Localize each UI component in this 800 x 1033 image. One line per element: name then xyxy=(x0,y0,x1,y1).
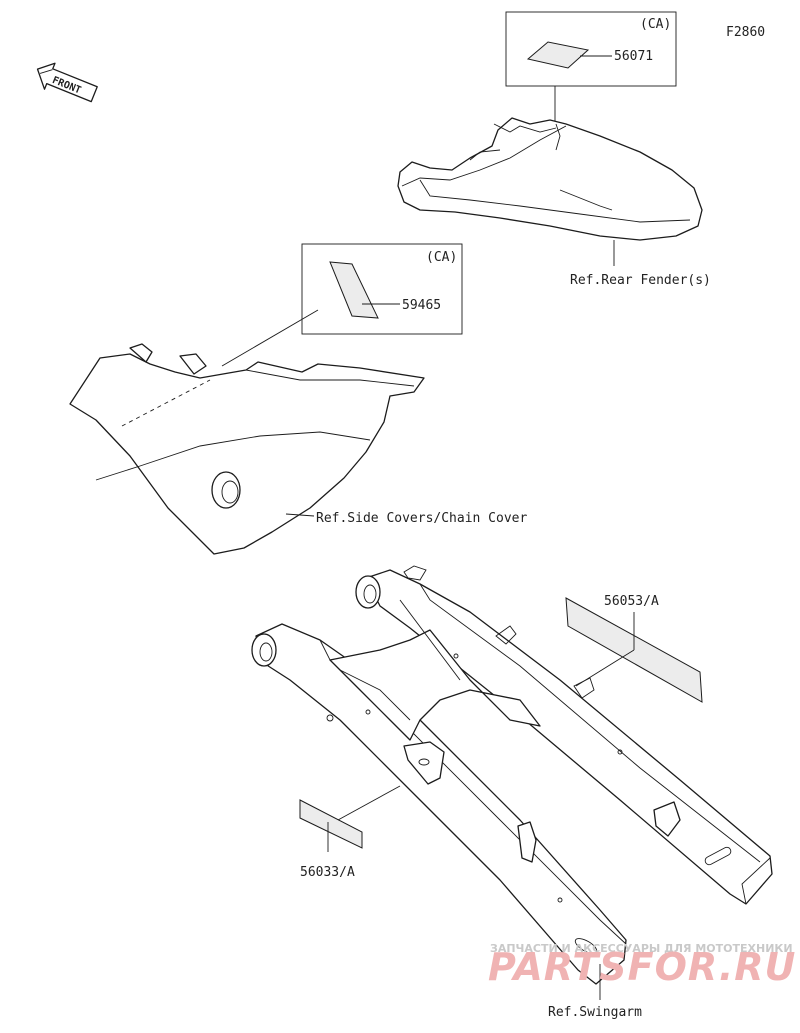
diagram-code: F2860 xyxy=(726,25,765,40)
swingarm-lower-label-sticker xyxy=(299,799,363,849)
swingarm-reference: Ref.Swingarm xyxy=(548,1005,642,1020)
side-label-box xyxy=(301,243,463,335)
swingarm xyxy=(251,565,773,985)
rear-fender-reference: Ref.Rear Fender(s) xyxy=(570,273,711,288)
swingarm-upper-label-callout: 56053/A xyxy=(565,594,703,703)
rear-fender xyxy=(397,117,703,241)
side-label-ca-tag: (CA) xyxy=(426,250,457,265)
swingarm-upper-label-part-number: 56053/A xyxy=(604,594,659,609)
side-label-callout: (CA) 59465 xyxy=(221,243,463,367)
rear-label-sticker xyxy=(526,41,590,69)
front-arrow-icon: FRONT xyxy=(36,62,98,103)
side-label-sticker xyxy=(329,261,379,319)
side-label-part-number: 59465 xyxy=(402,298,441,313)
side-cover xyxy=(69,343,425,555)
watermark-tagline: ЗАПЧАСТИ И АКСЕССУАРЫ ДЛЯ МОТОТЕХНИКИ xyxy=(490,942,793,955)
swingarm-lower-label-callout: 56033/A xyxy=(299,785,401,880)
rear-label-callout: (CA) 56071 xyxy=(505,11,677,160)
rear-label-part-number: 56071 xyxy=(614,49,653,64)
watermark-brand: PARTSFOR.RU xyxy=(488,945,796,989)
rear-label-box xyxy=(505,11,677,87)
rear-label-ca-tag: (CA) xyxy=(640,17,671,32)
swingarm-lower-label-part-number: 56033/A xyxy=(300,865,355,880)
side-covers-reference: Ref.Side Covers/Chain Cover xyxy=(316,511,527,526)
